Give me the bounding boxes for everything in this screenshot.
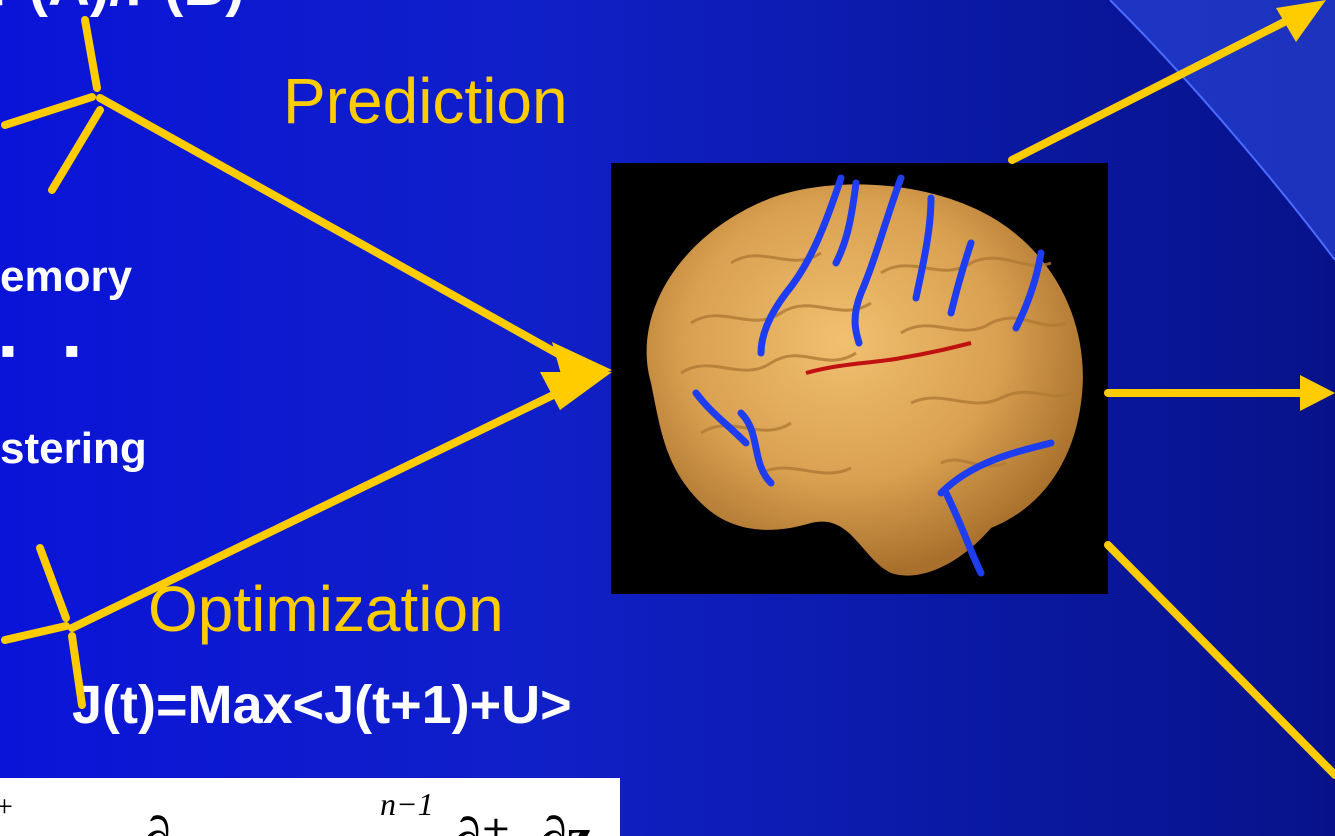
arrow-icon — [68, 632, 86, 709]
arrow-icon — [1276, 0, 1326, 42]
arrow-icon — [96, 94, 582, 369]
arrow-icon — [1008, 10, 1304, 164]
arrow-icon — [36, 544, 70, 622]
partial-plus-symbol: ∂⁺ — [452, 804, 511, 836]
arrow-icon — [81, 16, 101, 92]
brain-rendering-icon — [646, 174, 1083, 577]
plus-superscript: + — [0, 790, 13, 823]
arrow-icon — [1, 622, 70, 644]
bellman-equation: J(t)=Max<J(t+1)+U> — [72, 675, 572, 735]
probability-ratio-text: P(A)/P(B) — [0, 0, 245, 19]
bullet-dots: ▪ ▪ — [0, 326, 98, 375]
arrow-icon — [1104, 541, 1335, 779]
arrow-icon — [48, 106, 104, 194]
arrow-icon — [1300, 375, 1335, 411]
arrow-icon — [1, 93, 96, 129]
math-fragment: + ∂ n−1 ∂⁺ ∂z — [0, 778, 620, 836]
exponent-text: n−1 — [380, 786, 434, 822]
arrow-icon — [68, 380, 580, 632]
prediction-label: Prediction — [283, 65, 568, 137]
memory-text: emory — [0, 252, 133, 301]
clustering-text: stering — [0, 424, 147, 473]
brain-image — [611, 163, 1108, 594]
corner-swoosh — [1109, 0, 1335, 260]
partial-symbol: ∂ — [142, 804, 171, 836]
partial-z-symbol: ∂z — [538, 804, 592, 836]
arrow-icon — [540, 372, 612, 410]
optimization-label: Optimization — [148, 573, 504, 645]
